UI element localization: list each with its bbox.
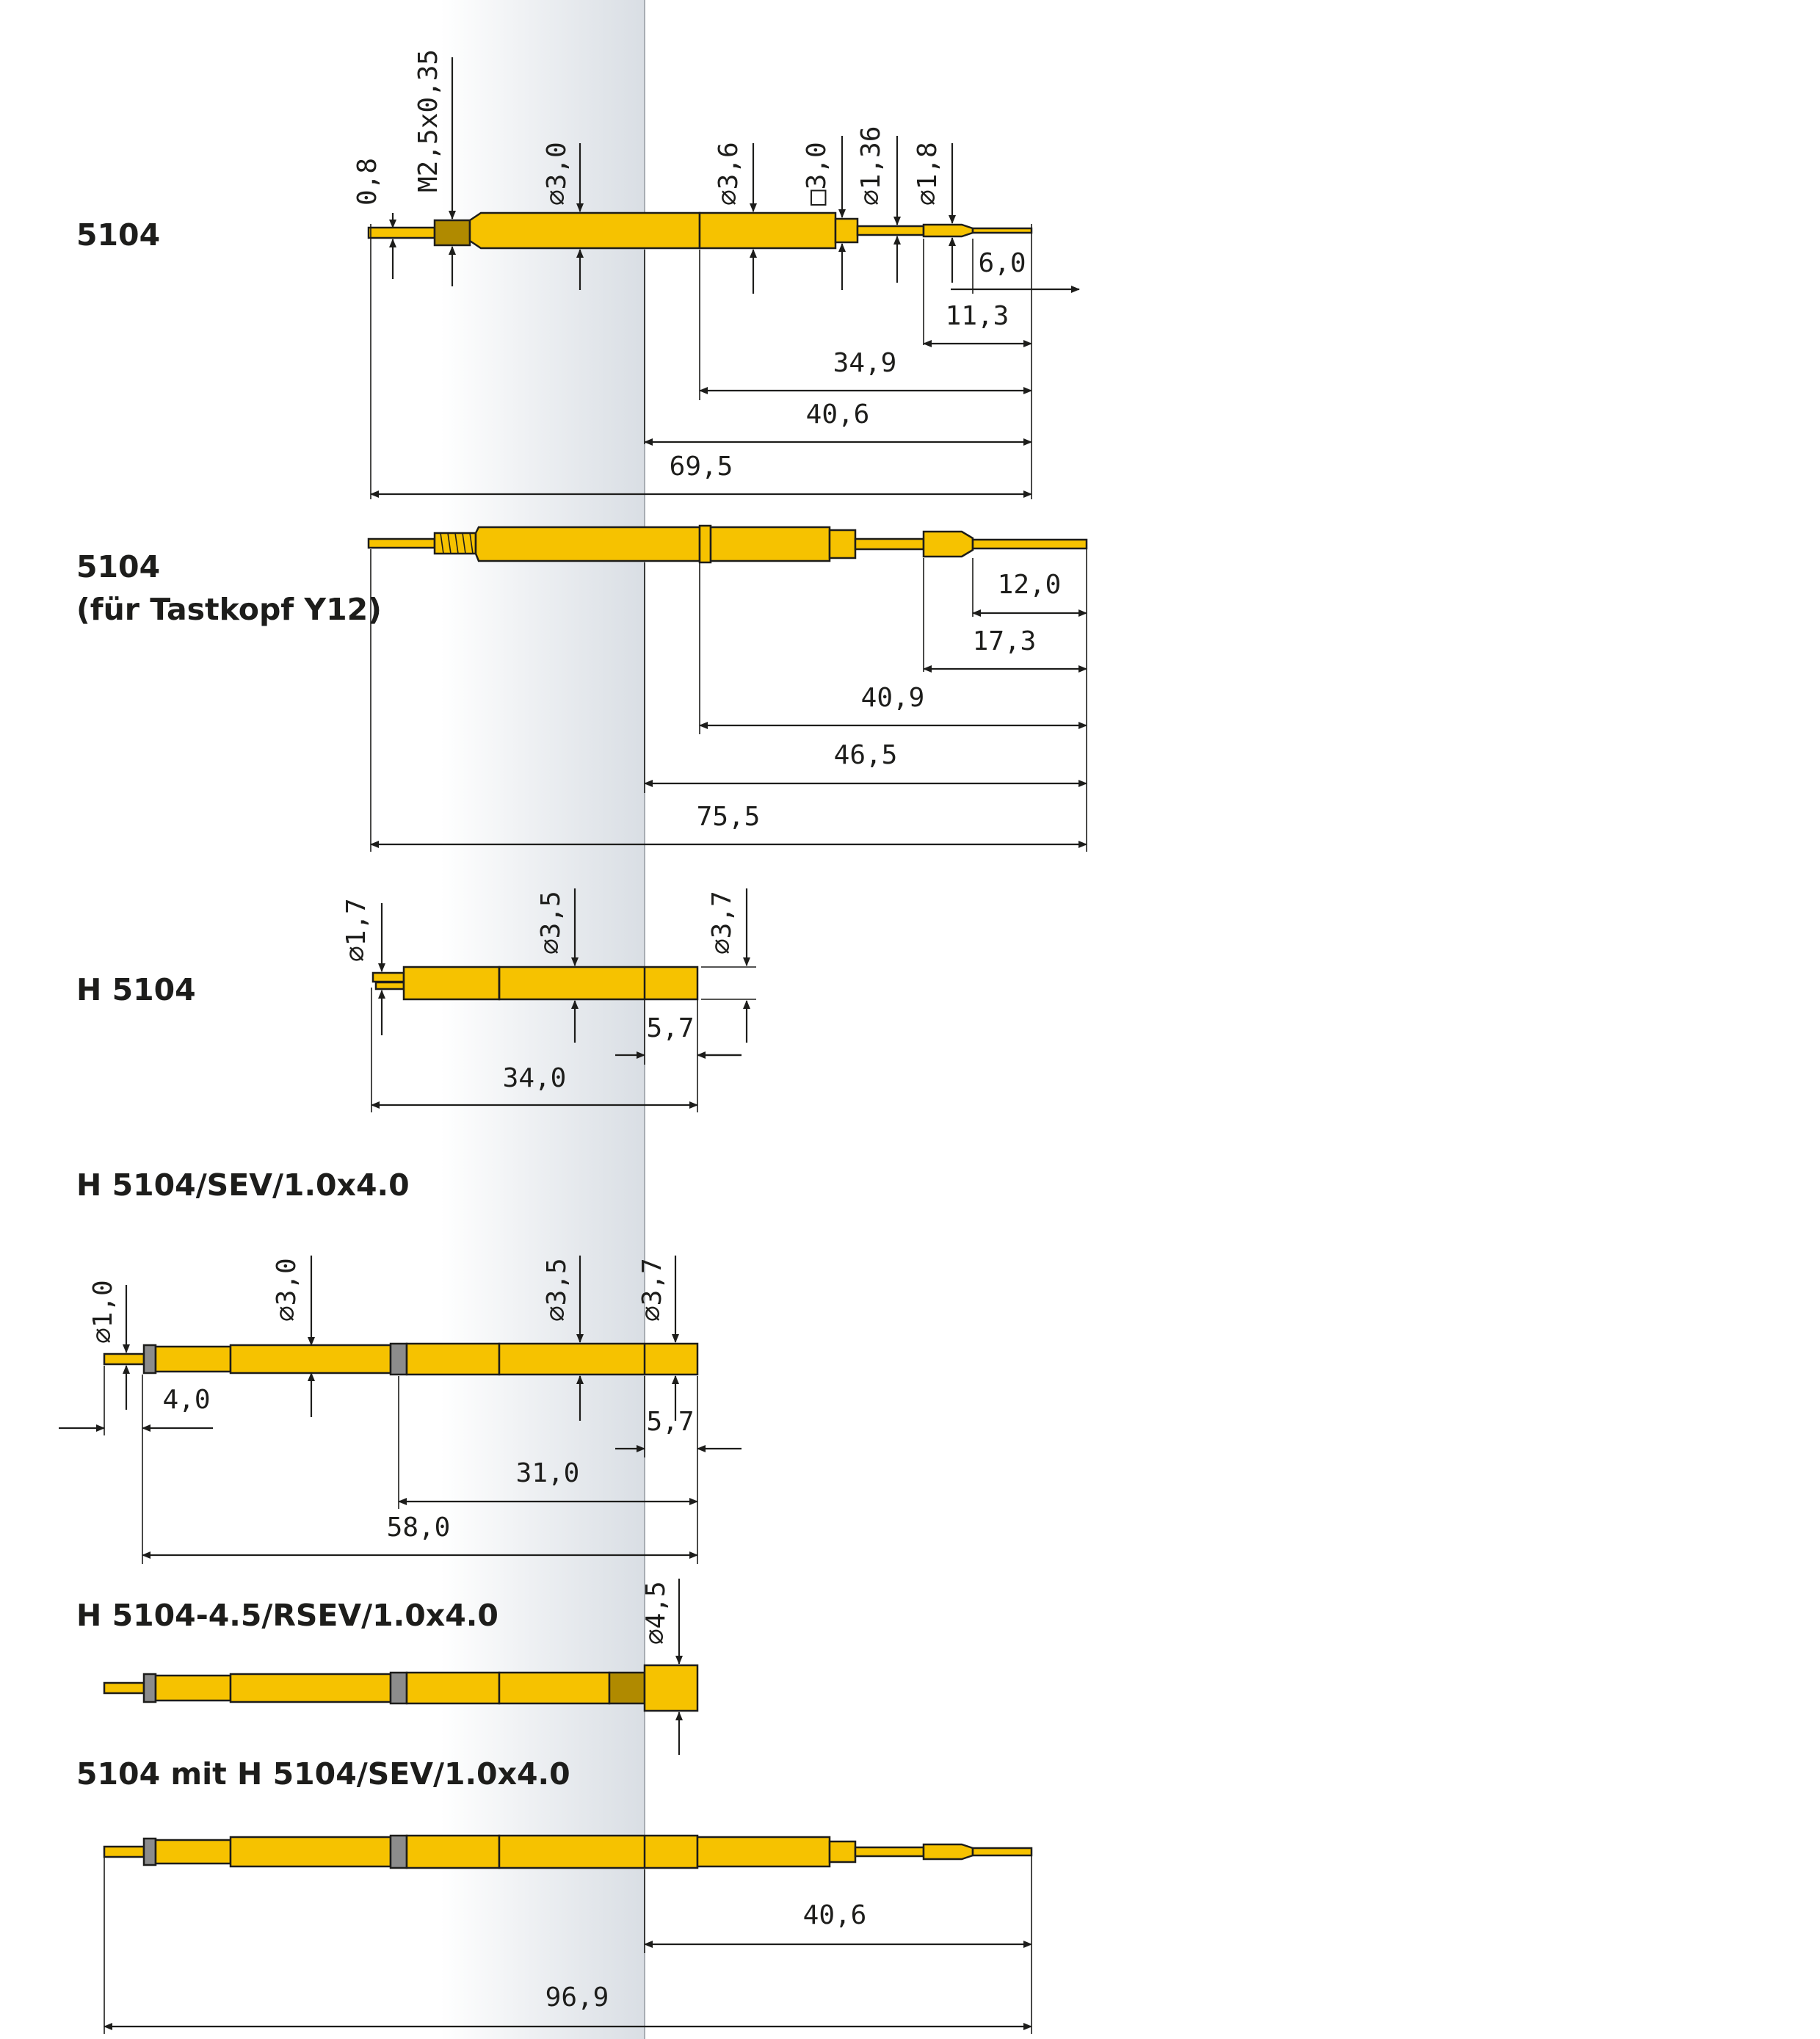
dim-length: 31,0 bbox=[516, 1458, 580, 1488]
dim-diameter: ⌀1,36 bbox=[856, 126, 886, 206]
dimension-texts: 0,8 M2,5x0,35 ⌀3,0 ⌀3,6 □3,0 ⌀1,36 ⌀1,8 … bbox=[352, 49, 1026, 482]
dim-length: 6,0 bbox=[978, 248, 1026, 278]
section-label: 5104 bbox=[76, 217, 160, 253]
dim-length: 5,7 bbox=[646, 1407, 694, 1437]
section-5104: 5104 bbox=[76, 49, 1080, 499]
section-label: H 5104/SEV/1.0x4.0 bbox=[76, 1167, 410, 1203]
dim-length: 17,3 bbox=[973, 626, 1037, 656]
section-label: H 5104-4.5/RSEV/1.0x4.0 bbox=[76, 1598, 498, 1633]
section-label: 5104 mit H 5104/SEV/1.0x4.0 bbox=[76, 1756, 570, 1792]
dimension-texts: ⌀1,7 ⌀3,5 ⌀3,7 5,7 34,0 bbox=[341, 891, 737, 1093]
dim-diameter: ⌀3,7 bbox=[637, 1258, 667, 1322]
dim-length: 58,0 bbox=[387, 1513, 451, 1543]
dim-length: 5,7 bbox=[646, 1013, 694, 1043]
dim-diameter: □3,0 bbox=[802, 142, 832, 206]
probe-pin bbox=[367, 524, 1088, 564]
dim-length: 40,9 bbox=[861, 683, 925, 713]
dim-length: 75,5 bbox=[697, 802, 761, 832]
section-label: 5104 bbox=[76, 549, 160, 584]
receptacle bbox=[103, 1664, 699, 1712]
dimension-texts: 40,6 96,9 bbox=[545, 1900, 867, 2013]
dim-diameter: ⌀3,7 bbox=[707, 891, 737, 955]
section-5104-y12: 5104 (für Tastkopf Y12) bbox=[76, 524, 1088, 852]
dim-diameter: ⌀3,6 bbox=[714, 142, 744, 206]
dim-diameter: ⌀1,0 bbox=[88, 1280, 118, 1344]
dim-length: 12,0 bbox=[998, 570, 1062, 600]
dim-diameter: M2,5x0,35 bbox=[413, 49, 443, 192]
background-panel bbox=[441, 0, 645, 2039]
dim-length: 11,3 bbox=[946, 301, 1009, 331]
dim-diameter: ⌀1,7 bbox=[341, 898, 371, 962]
receptacle bbox=[371, 966, 699, 1001]
section-label: (für Tastkopf Y12) bbox=[76, 592, 382, 627]
dim-length: 96,9 bbox=[545, 1982, 609, 2013]
dim-length: 34,0 bbox=[503, 1063, 567, 1093]
section-h5104: H 5104 ⌀1,7 ⌀3,5 bbox=[76, 888, 756, 1112]
section-combined: 5104 mit H 5104/SEV/1.0x4.0 40,6 96,9 bbox=[76, 1756, 1033, 2034]
dimension-texts: ⌀4,5 bbox=[641, 1581, 671, 1645]
dimension-texts: ⌀1,0 ⌀3,0 ⌀3,5 ⌀3,7 4,0 5,7 31,0 58,0 bbox=[88, 1258, 695, 1543]
dim-length: 46,5 bbox=[834, 740, 898, 770]
probe-pin bbox=[367, 211, 1033, 250]
dim-diameter: ⌀4,5 bbox=[641, 1581, 671, 1645]
dimension-lines bbox=[371, 888, 756, 1112]
dimension-lines bbox=[370, 57, 1080, 499]
dimension-lines bbox=[59, 1256, 742, 1564]
dim-diameter: ⌀1,8 bbox=[913, 142, 943, 206]
dimension-lines bbox=[104, 1856, 1032, 2034]
dim-length: 40,6 bbox=[803, 1900, 867, 1930]
dim-length: 69,5 bbox=[670, 452, 733, 482]
receptacle bbox=[103, 1342, 699, 1376]
dim-diameter: ⌀3,0 bbox=[542, 142, 572, 206]
assembly bbox=[103, 1834, 1033, 1869]
dim-length: 34,9 bbox=[833, 348, 897, 378]
dim-diameter: ⌀3,0 bbox=[272, 1258, 302, 1322]
dim-diameter: ⌀3,5 bbox=[542, 1258, 572, 1322]
dimension-lines bbox=[370, 549, 1087, 852]
dim-diameter: 0,8 bbox=[352, 158, 383, 206]
section-h5104-sev: H 5104/SEV/1.0x4.0 bbox=[59, 1167, 742, 1564]
dim-length: 4,0 bbox=[162, 1385, 210, 1415]
section-label: H 5104 bbox=[76, 972, 196, 1007]
dim-diameter: ⌀3,5 bbox=[536, 891, 566, 955]
dim-length: 40,6 bbox=[806, 399, 870, 430]
dimension-texts: 12,0 17,3 40,9 46,5 75,5 bbox=[697, 570, 1062, 832]
section-h5104-rsev: H 5104-4.5/RSEV/1.0x4.0 ⌀4,5 bbox=[76, 1579, 699, 1755]
